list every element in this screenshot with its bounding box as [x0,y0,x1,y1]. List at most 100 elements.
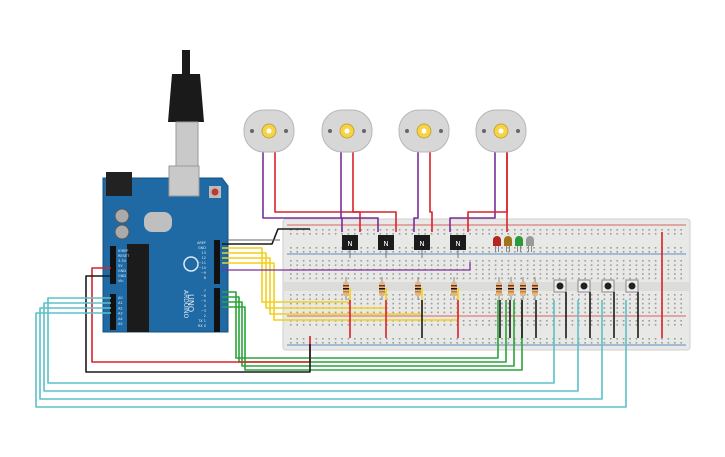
hole [437,294,439,296]
hole [584,320,586,322]
resistor[interactable] [379,277,385,300]
hole [590,273,593,275]
hole [366,338,369,340]
resistor-band [415,285,421,287]
resistor[interactable] [415,277,421,300]
resistor[interactable] [451,277,457,300]
hole [616,302,618,305]
npn-transistor[interactable]: N [450,235,466,258]
arduino-uno-board[interactable]: ARDUINO UNO AREFGND1312~11~10~987~6~54~3… [102,165,229,333]
hole [546,233,548,235]
hole [635,229,638,231]
wire[interactable] [274,152,361,232]
hole [296,233,298,235]
led[interactable] [504,236,512,252]
hole [590,260,593,262]
dc-motor[interactable] [321,109,373,153]
pushbutton[interactable] [553,279,567,338]
hole [642,247,644,249]
hole [482,302,484,305]
npn-transistor[interactable]: N [342,235,358,258]
led[interactable] [526,236,534,252]
hole [475,247,478,249]
hole [437,311,439,314]
wire[interactable] [43,300,579,392]
hole [654,264,657,266]
hole [450,302,452,305]
hole [424,342,426,344]
resistor[interactable] [532,277,538,300]
wire[interactable] [47,297,555,384]
hole [437,229,439,231]
wire[interactable] [222,300,523,371]
pushbutton[interactable] [577,279,591,338]
reset-button-cap[interactable] [211,188,219,196]
wires [35,152,663,408]
hole [597,307,599,309]
pushbutton[interactable] [601,279,615,338]
hole [328,338,330,340]
hole [533,324,535,326]
hole [488,260,490,262]
wire[interactable] [35,300,627,408]
hole [322,273,324,275]
hole [616,277,618,280]
hole [309,251,311,253]
wire[interactable] [340,152,379,232]
dc-motor[interactable] [475,109,527,153]
hole [654,311,657,314]
wire[interactable] [85,275,311,373]
transistor-body [450,235,466,250]
wire[interactable] [352,152,397,232]
digital-pin-label: 7 [204,289,206,293]
hole [482,324,484,326]
pushbutton[interactable] [625,279,639,338]
dc-motor[interactable] [243,109,295,153]
hole [392,342,394,344]
wire[interactable] [222,262,471,271]
wire[interactable] [39,300,603,400]
resistor[interactable] [508,277,514,300]
resistor[interactable] [520,277,526,300]
hole [405,247,407,249]
wire[interactable] [413,152,419,232]
hole [392,338,394,340]
led[interactable] [515,236,523,252]
hole [539,302,542,305]
wire[interactable] [429,152,433,232]
hole [648,342,650,344]
hole [590,307,593,309]
hole [302,302,305,305]
hole [603,307,606,309]
hole [430,307,433,309]
wire[interactable] [222,228,310,245]
hole [290,273,292,275]
hole [558,251,561,253]
analog-pin-label: A3 [118,312,123,316]
hole [341,294,343,296]
hole [558,277,561,280]
hole [590,338,593,340]
button-cap [580,282,588,290]
hole [629,277,631,280]
wire[interactable] [449,152,496,232]
wire[interactable] [222,247,351,303]
wire[interactable] [262,152,343,232]
wire[interactable] [222,291,499,359]
hole [334,273,337,275]
resistor[interactable] [496,277,502,300]
usb-cable[interactable] [168,50,204,167]
hole [418,233,420,235]
wire[interactable] [222,300,515,367]
hole [667,247,670,249]
hole [360,273,362,275]
hole [398,229,401,231]
led[interactable] [493,236,501,252]
dc-motor[interactable] [398,109,450,153]
npn-transistor[interactable]: N [378,235,394,258]
hole [392,229,394,231]
hole [635,320,638,322]
resistor[interactable] [343,277,349,300]
npn-transistor[interactable]: N [414,235,430,258]
hole [334,277,337,280]
